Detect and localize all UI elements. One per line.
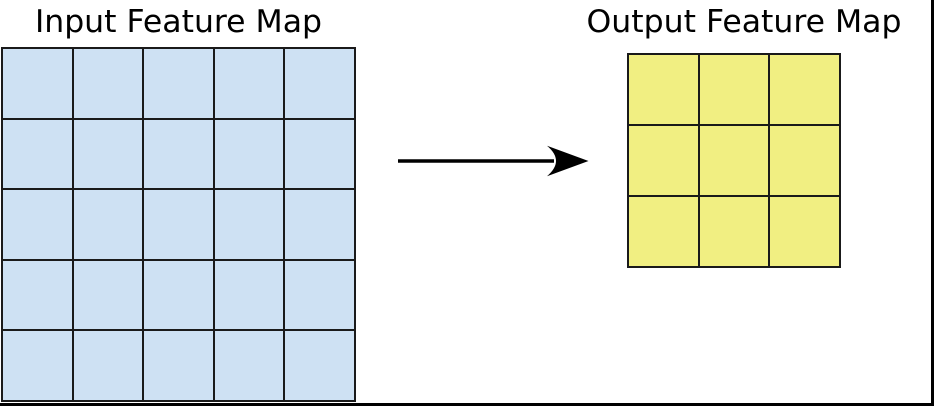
output-map-cell	[769, 54, 840, 125]
input-map-cell	[2, 48, 73, 119]
input-map-cell	[2, 118, 73, 190]
input-map-cell	[213, 259, 285, 331]
input-map-cell	[213, 118, 285, 190]
output-feature-map-grid	[627, 53, 841, 268]
input-map-cell	[143, 189, 214, 260]
input-map-cell	[284, 189, 355, 260]
input-map-cell	[143, 330, 214, 401]
input-map-cell	[72, 259, 144, 331]
input-map-cell	[143, 118, 214, 190]
input-feature-map-grid	[1, 47, 356, 402]
input-map-cell	[72, 118, 144, 190]
input-map-cell	[72, 330, 144, 401]
output-map-cell	[628, 54, 699, 125]
input-map-cell	[213, 48, 285, 119]
output-map-cell	[698, 196, 770, 267]
output-map-cell	[698, 125, 770, 196]
input-map-cell	[72, 189, 144, 260]
input-map-cell	[213, 330, 285, 401]
input-map-cell	[143, 48, 214, 119]
input-feature-map-title: Input Feature Map	[34, 4, 323, 40]
output-map-cell	[769, 196, 840, 267]
output-map-cell	[628, 125, 699, 196]
input-map-cell	[72, 48, 144, 119]
output-map-cell	[698, 54, 770, 125]
figure-bottom-frame-line	[0, 403, 934, 406]
input-map-cell	[284, 118, 355, 190]
input-map-cell	[284, 259, 355, 331]
input-map-cell	[2, 330, 73, 401]
input-map-cell	[213, 189, 285, 260]
figure-right-frame-line	[931, 0, 934, 406]
input-map-cell	[2, 189, 73, 260]
arrow-head	[547, 145, 589, 177]
right-arrow-icon	[398, 145, 589, 177]
input-map-cell	[284, 48, 355, 119]
input-map-cell	[143, 259, 214, 331]
input-map-cell	[284, 330, 355, 401]
input-map-cell	[2, 259, 73, 331]
output-feature-map-title: Output Feature Map	[586, 4, 902, 40]
output-map-cell	[628, 196, 699, 267]
output-map-cell	[769, 125, 840, 196]
